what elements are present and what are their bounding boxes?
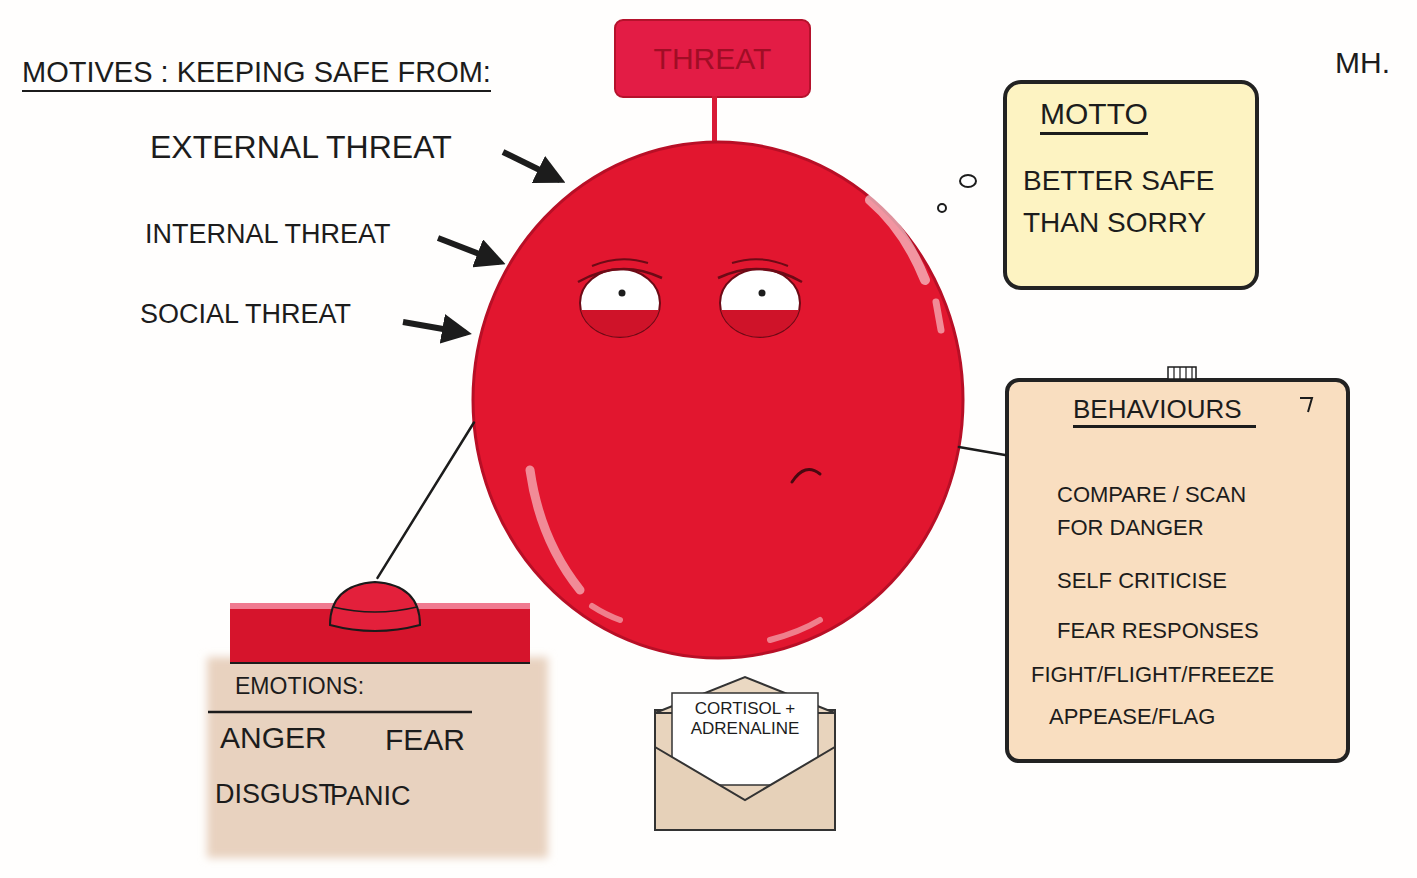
ledge-top xyxy=(230,603,530,609)
emotion-word: ANGER xyxy=(220,720,327,756)
button-line xyxy=(333,607,417,612)
pin-lines xyxy=(1174,367,1192,379)
motive-arrow xyxy=(503,152,560,180)
letter-card xyxy=(672,693,818,785)
envelope-pocket xyxy=(655,747,835,830)
connector-line xyxy=(959,447,1005,455)
highlight xyxy=(870,200,925,280)
motives-heading: MOTIVES : KEEPING SAFE FROM: xyxy=(22,55,491,92)
highlight xyxy=(530,470,580,590)
eye xyxy=(580,269,660,337)
box-heading: MOTTO xyxy=(1040,96,1148,135)
emotion-word: PANIC xyxy=(330,780,411,812)
threat-source: EXTERNAL THREAT xyxy=(150,128,452,166)
sign-text: THREAT xyxy=(615,20,810,97)
signature: MH. xyxy=(1335,45,1390,81)
red-button xyxy=(330,582,420,631)
ledge xyxy=(230,609,530,663)
corner-mark xyxy=(1300,398,1312,412)
behaviour-item: SELF CRITICISE xyxy=(1057,568,1227,594)
highlight xyxy=(592,606,620,620)
behaviour-item: FIGHT/FLIGHT/FREEZE xyxy=(1031,662,1274,688)
threat-sign xyxy=(615,20,810,97)
emotion-word: FEAR xyxy=(385,722,465,758)
emotions-box: EMOTIONS: ANGER FEAR DISGUSTPANIC xyxy=(205,575,550,860)
ledge-edge xyxy=(230,662,530,664)
eyelid xyxy=(718,269,802,282)
thought-dot xyxy=(960,175,976,187)
motto-text: BETTER SAFE THAN SORRY xyxy=(1023,160,1255,244)
threat-ball: THREAT xyxy=(470,18,970,663)
hormone-envelope: CORTISOL + ADRENALINE xyxy=(650,675,840,835)
behaviours-box: BEHAVIOURS COMPARE / SCAN FOR DANGER SELF … xyxy=(1005,378,1350,763)
behaviour-item: APPEASE/FLAG xyxy=(1049,704,1215,730)
brow-line xyxy=(592,259,648,266)
sign-stick xyxy=(712,96,717,148)
box-heading: BEHAVIOURS xyxy=(1073,394,1256,428)
connector-line xyxy=(378,422,474,577)
threat-source: SOCIAL THREAT xyxy=(140,298,351,330)
eye-tear xyxy=(721,310,799,337)
eyelid xyxy=(578,269,662,282)
threat-ball-shape xyxy=(473,142,963,658)
emotions-box-shape xyxy=(205,575,550,860)
motive-arrow xyxy=(438,238,500,262)
motive-arrow xyxy=(403,322,466,333)
emotion-word: DISGUST xyxy=(215,778,335,810)
brow-line xyxy=(732,259,788,266)
highlight xyxy=(770,620,820,640)
pupil xyxy=(759,290,766,297)
heading-underline xyxy=(208,711,472,714)
thought-dot xyxy=(938,204,946,212)
threat-ball-shape xyxy=(470,18,970,663)
box-heading: EMOTIONS: xyxy=(235,673,364,701)
eye-tear xyxy=(581,310,659,337)
pupil xyxy=(619,290,626,297)
eye xyxy=(720,269,800,337)
mouth xyxy=(792,470,820,483)
hormone-text: CORTISOL + ADRENALINE xyxy=(674,699,816,738)
motto-box: MOTTO BETTER SAFE THAN SORRY xyxy=(1003,80,1259,290)
highlight xyxy=(936,302,941,330)
behaviour-item: COMPARE / SCAN FOR DANGER xyxy=(1057,478,1272,544)
pin xyxy=(1168,367,1196,379)
emotions-panel xyxy=(207,657,548,858)
behaviour-item: FEAR RESPONSES xyxy=(1057,618,1259,644)
threat-source: INTERNAL THREAT xyxy=(145,218,391,250)
